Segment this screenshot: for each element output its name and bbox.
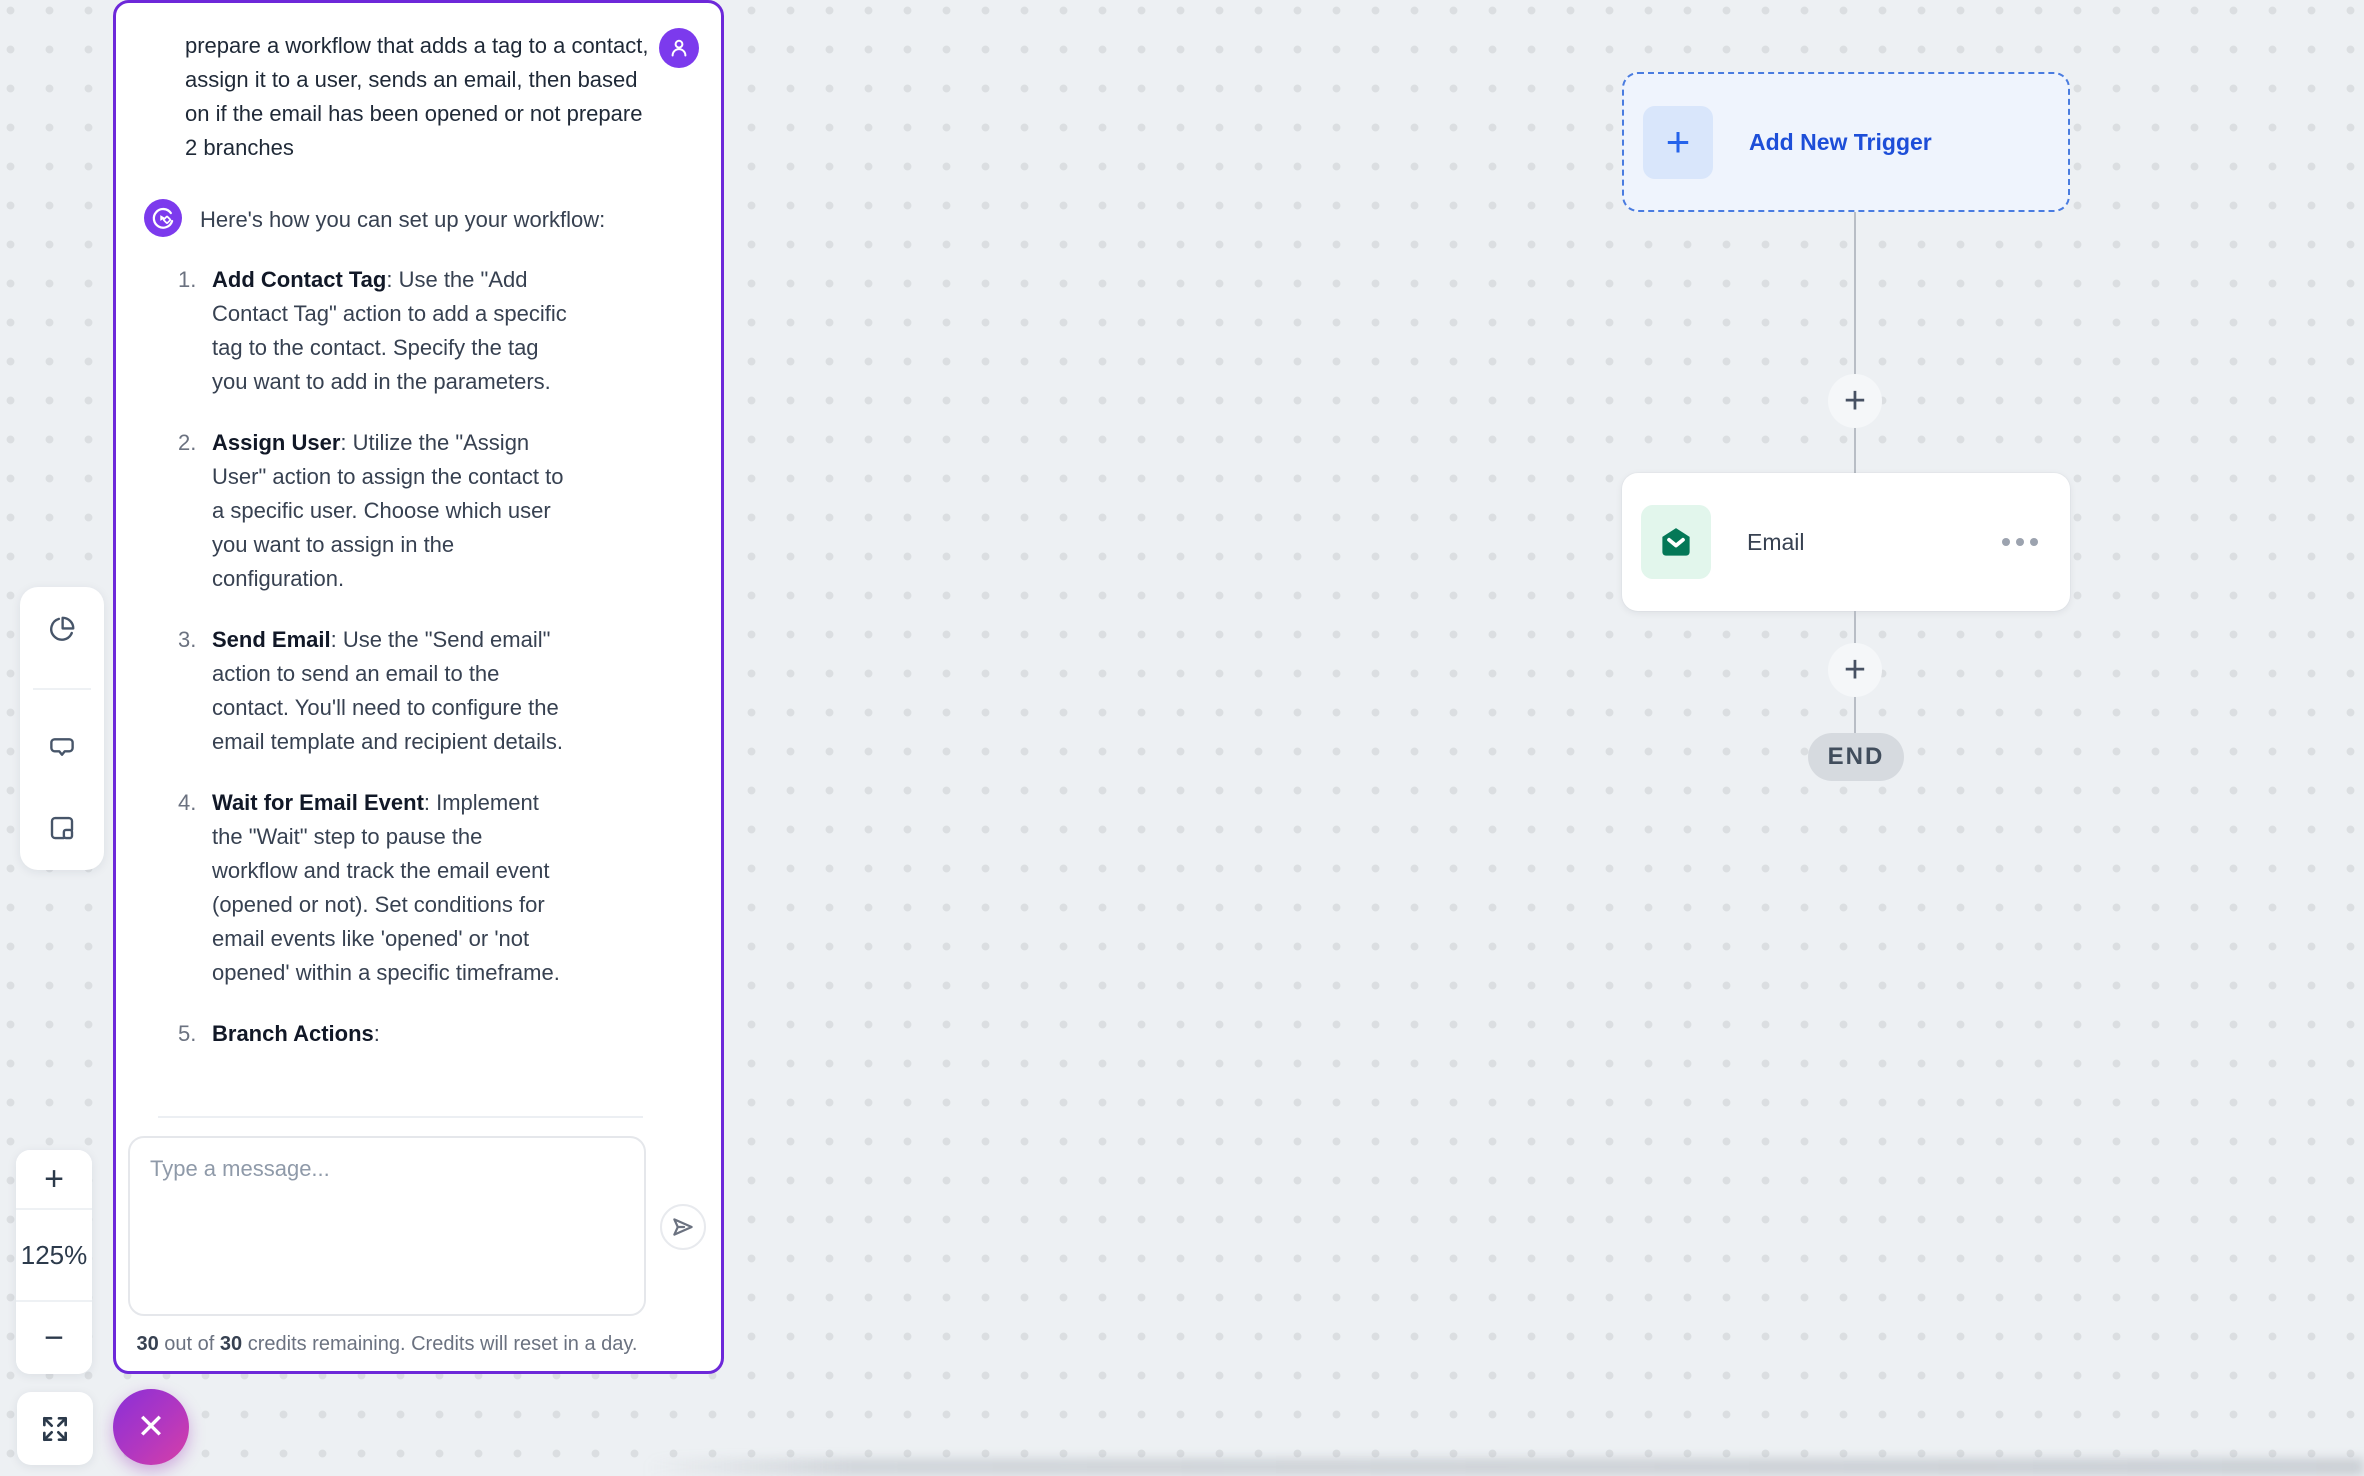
analytics-button[interactable]	[42, 609, 82, 649]
add-new-trigger-label: Add New Trigger	[1749, 128, 1932, 155]
zoom-level: 125%	[16, 1210, 92, 1302]
step-number: 2.	[178, 430, 197, 455]
email-node-label: Email	[1747, 528, 1805, 555]
zoom-controls: + 125% −	[16, 1150, 92, 1374]
end-label: END	[1827, 743, 1885, 770]
credits-remaining: 30	[136, 1333, 159, 1355]
step-number: 1.	[178, 267, 197, 292]
notes-button[interactable]	[42, 808, 82, 848]
list-item: 3. Send Email: Use the "Send email" acti…	[178, 623, 570, 759]
sticky-note-icon	[50, 816, 74, 840]
more-options-icon[interactable]	[2000, 530, 2040, 554]
person-icon	[671, 39, 687, 57]
step-title: Send Email	[212, 627, 331, 652]
user-message: prepare a workflow that adds a tag to a …	[185, 33, 649, 160]
step-title: Branch Actions	[212, 1021, 374, 1046]
step-text: : Utilize the "Assign User" action to as…	[212, 430, 564, 591]
list-item: 1. Add Contact Tag: Use the "Add Contact…	[178, 263, 570, 399]
step-title: Wait for Email Event	[212, 790, 424, 815]
step-title: Assign User	[212, 430, 341, 455]
close-icon: ✕	[136, 1408, 166, 1446]
bottom-panel-shadow	[644, 1458, 2364, 1476]
step-number: 3.	[178, 627, 197, 652]
step-text: : Use the "Add Contact Tag" action to ad…	[212, 267, 567, 394]
zoom-out-button[interactable]: −	[16, 1302, 92, 1374]
zoom-in-button[interactable]: +	[16, 1150, 92, 1210]
fullscreen-icon	[43, 1416, 67, 1441]
list-item: 4. Wait for Email Event: Implement the "…	[178, 786, 570, 990]
add-new-trigger-button[interactable]: + Add New Trigger	[1622, 72, 2070, 212]
plus-glyph: +	[1843, 380, 1867, 422]
credits-status: 30 out of 30 credits remaining. Credits …	[136, 1333, 638, 1355]
assistant-logo-icon	[152, 207, 174, 229]
add-step-button[interactable]: +	[1828, 374, 1882, 428]
step-title: Add Contact Tag	[212, 267, 387, 292]
list-item: 2. Assign User: Utilize the "Assign User…	[178, 426, 570, 596]
end-node: END	[1808, 733, 1904, 781]
assistant-message: Here's how you can set up your workflow:	[200, 207, 606, 232]
fit-view-button[interactable]	[17, 1392, 93, 1465]
minus-glyph: −	[44, 1318, 64, 1357]
credits-total: 30	[219, 1333, 243, 1355]
message-input[interactable]	[128, 1136, 646, 1316]
close-chat-button[interactable]: ✕	[113, 1389, 189, 1465]
step-number: 5.	[178, 1021, 197, 1046]
canvas-toolbar	[20, 587, 104, 870]
email-node[interactable]: Email	[1622, 473, 2070, 611]
mail-icon	[1641, 505, 1711, 579]
comments-button[interactable]	[42, 729, 82, 769]
plus-icon: +	[1643, 105, 1713, 179]
user-avatar	[659, 28, 699, 68]
send-button[interactable]	[660, 1204, 706, 1250]
step-text: : Use the "Send email" action to send an…	[212, 627, 563, 754]
plus-glyph: +	[44, 1159, 64, 1198]
plus-glyph: +	[1665, 118, 1691, 165]
workflow-steps-list: 1. Add Contact Tag: Use the "Add Contact…	[178, 263, 570, 1078]
ai-chat-panel: prepare a workflow that adds a tag to a …	[113, 0, 724, 1374]
plus-glyph: +	[1843, 649, 1867, 691]
divider	[33, 688, 91, 690]
assistant-avatar	[144, 199, 182, 237]
divider	[158, 1116, 643, 1118]
pie-chart-icon	[50, 616, 75, 641]
step-number: 4.	[178, 790, 197, 815]
add-step-button[interactable]: +	[1828, 643, 1882, 697]
list-item: 5. Branch Actions:	[178, 1017, 570, 1051]
send-icon	[673, 1218, 693, 1236]
step-text: : Implement the "Wait" step to pause the…	[212, 790, 560, 985]
chat-bubble-icon	[50, 738, 74, 756]
connector-line	[1854, 212, 1856, 473]
step-text: :	[373, 1021, 380, 1046]
